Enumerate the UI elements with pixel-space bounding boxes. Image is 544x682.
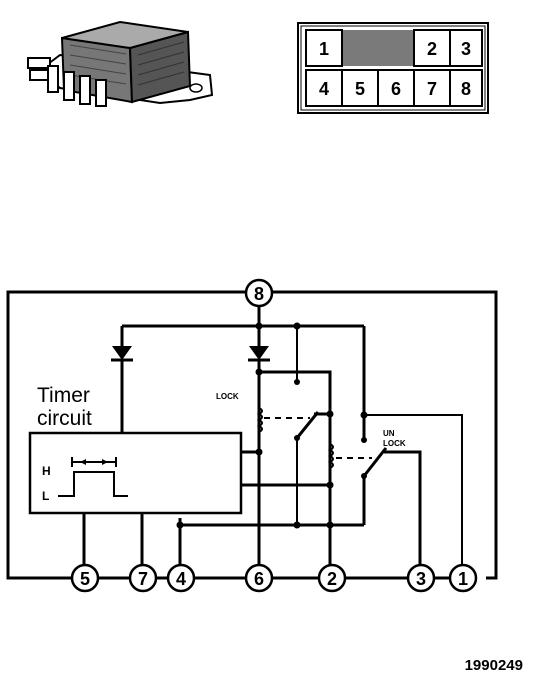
- terminal-6-label: 6: [254, 569, 264, 589]
- terminal-1-label: 1: [458, 569, 468, 589]
- terminal-4-label: 4: [176, 569, 186, 589]
- terminal-2-label: 2: [327, 569, 337, 589]
- connector-cell-5: 5: [355, 79, 365, 99]
- connector-cell-2: 2: [427, 39, 437, 59]
- connector-cell-4: 4: [319, 79, 329, 99]
- lock-coil: [256, 407, 310, 433]
- unlock-label-line1: UN: [383, 429, 395, 438]
- terminal-8: 8: [244, 278, 274, 308]
- connector-cell-8: 8: [461, 79, 471, 99]
- timer-label-line2: circuit: [37, 407, 92, 430]
- connector-cell-7: 7: [427, 79, 437, 99]
- timer-label-line1: Timer: [37, 384, 90, 407]
- connector-cell-1: 1: [319, 39, 329, 59]
- terminal-3-label: 3: [416, 569, 426, 589]
- terminal-5-label: 5: [80, 569, 90, 589]
- unlock-coil: [327, 443, 372, 469]
- schematic-wires: [6, 290, 498, 580]
- unlock-label-line2: LOCK: [383, 439, 406, 448]
- figure-code: 1990249: [465, 657, 523, 674]
- timer-circuit-block: H L: [28, 431, 243, 515]
- unlock-switch: [361, 437, 388, 479]
- terminal-7-label: 7: [138, 569, 148, 589]
- relay-illustration: [27, 20, 214, 107]
- lock-switch: [294, 379, 320, 441]
- diode-middle: [248, 346, 270, 362]
- lock-label: LOCK: [216, 392, 239, 401]
- junction-dots: [176, 322, 368, 529]
- bottom-terminals: 5 7 4 6 2 3 1: [70, 563, 478, 593]
- connector-key-shading: [342, 30, 414, 66]
- diode-left: [111, 346, 133, 362]
- level-high-label: H: [42, 464, 51, 478]
- connector-face: 1 2 3 4 5 6 7 8: [297, 22, 489, 114]
- connector-cell-3: 3: [461, 39, 471, 59]
- level-low-label: L: [42, 489, 49, 503]
- connector-cell-6: 6: [391, 79, 401, 99]
- terminal-8-label: 8: [254, 284, 264, 304]
